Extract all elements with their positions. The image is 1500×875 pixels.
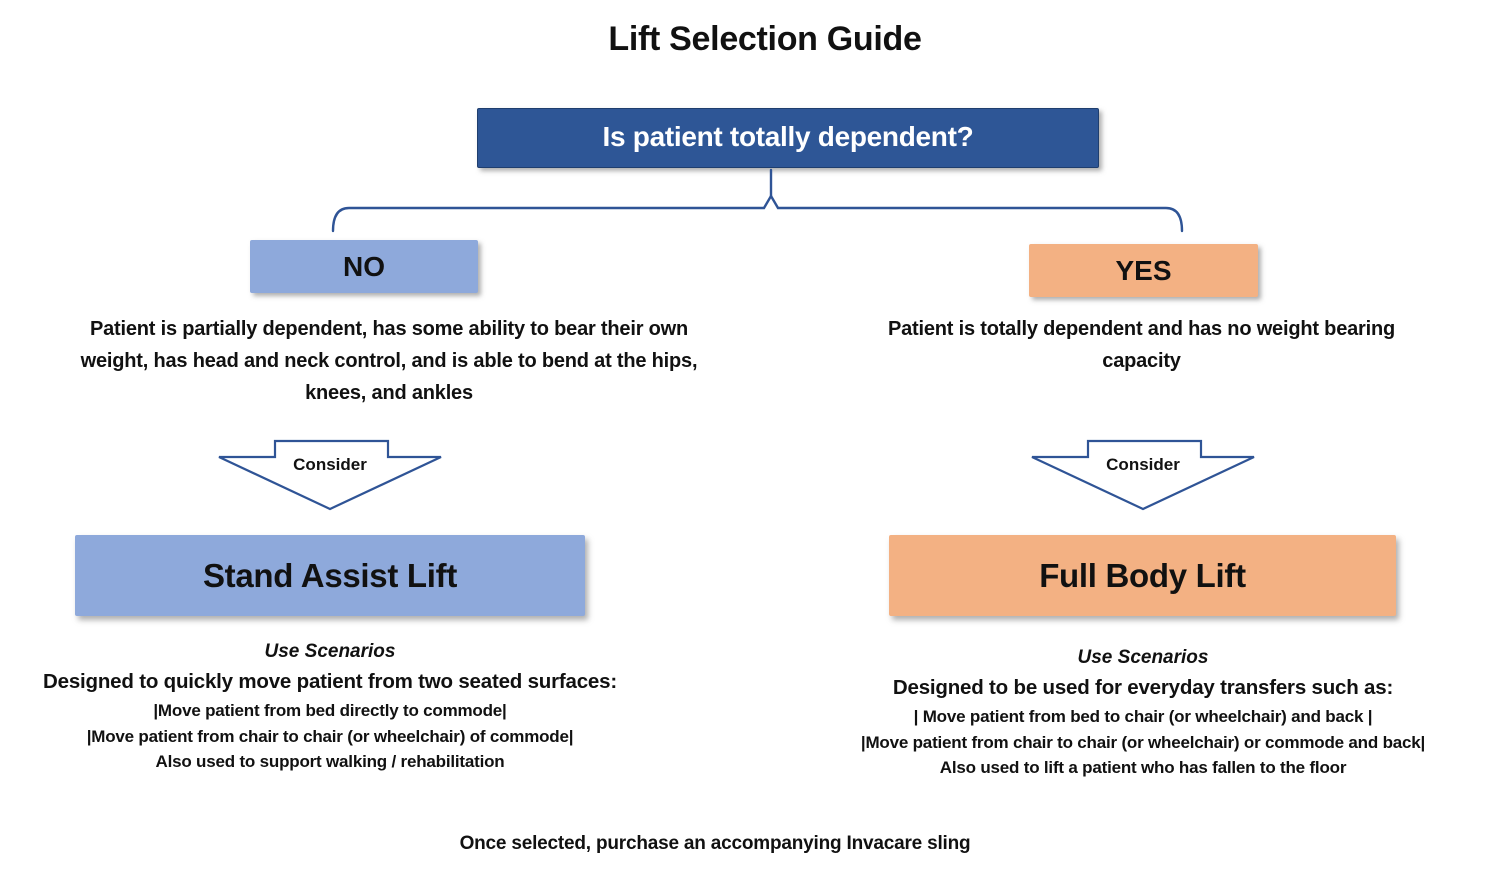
page-title: Lift Selection Guide xyxy=(608,20,922,58)
answer-no-box: NO xyxy=(250,240,478,293)
question-box: Is patient totally dependent? xyxy=(477,108,1099,168)
use-scenarios-heading: Designed to be used for everyday transfe… xyxy=(892,676,1394,699)
scenario-item: |Move patient from chair to chair (or wh… xyxy=(860,732,1426,752)
down-arrow-icon: Consider xyxy=(1031,439,1255,511)
consider-label: Consider xyxy=(293,455,367,474)
down-arrow-shape xyxy=(1031,439,1255,511)
yes-use-scenarios: Use Scenarios Designed to be used for ev… xyxy=(818,647,1468,781)
use-scenarios-title: Use Scenarios xyxy=(1077,647,1209,668)
answer-yes-box: YES xyxy=(1029,244,1258,297)
scenario-item: | Move patient from bed to chair (or whe… xyxy=(913,707,1373,726)
scenario-item: |Move patient from chair to chair (or wh… xyxy=(86,726,574,746)
down-arrow-shape xyxy=(218,439,442,511)
yes-description: Patient is totally dependent and has no … xyxy=(887,318,1396,372)
use-scenarios-title: Use Scenarios xyxy=(264,641,396,662)
stand-assist-lift-box: Stand Assist Lift xyxy=(75,535,585,616)
down-arrow-icon: Consider xyxy=(218,439,442,511)
branch-bracket xyxy=(331,168,1184,233)
scenario-item: Also used to lift a patient who has fall… xyxy=(939,758,1347,777)
no-use-scenarios: Use Scenarios Designed to quickly move p… xyxy=(10,641,650,775)
scenario-item: Also used to support walking / rehabilit… xyxy=(155,752,505,771)
brace-path xyxy=(331,193,1184,233)
scenario-item: |Move patient from bed directly to commo… xyxy=(153,701,507,720)
use-scenarios-heading: Designed to quickly move patient from tw… xyxy=(43,670,617,693)
consider-arrow-no: Consider xyxy=(217,437,443,511)
consider-label: Consider xyxy=(1106,455,1180,474)
consider-arrow-yes: Consider xyxy=(1030,437,1256,511)
no-description: Patient is partially dependent, has some… xyxy=(80,318,698,404)
full-body-lift-box: Full Body Lift xyxy=(889,535,1396,616)
footer-note: Once selected, purchase an accompanying … xyxy=(459,833,971,854)
